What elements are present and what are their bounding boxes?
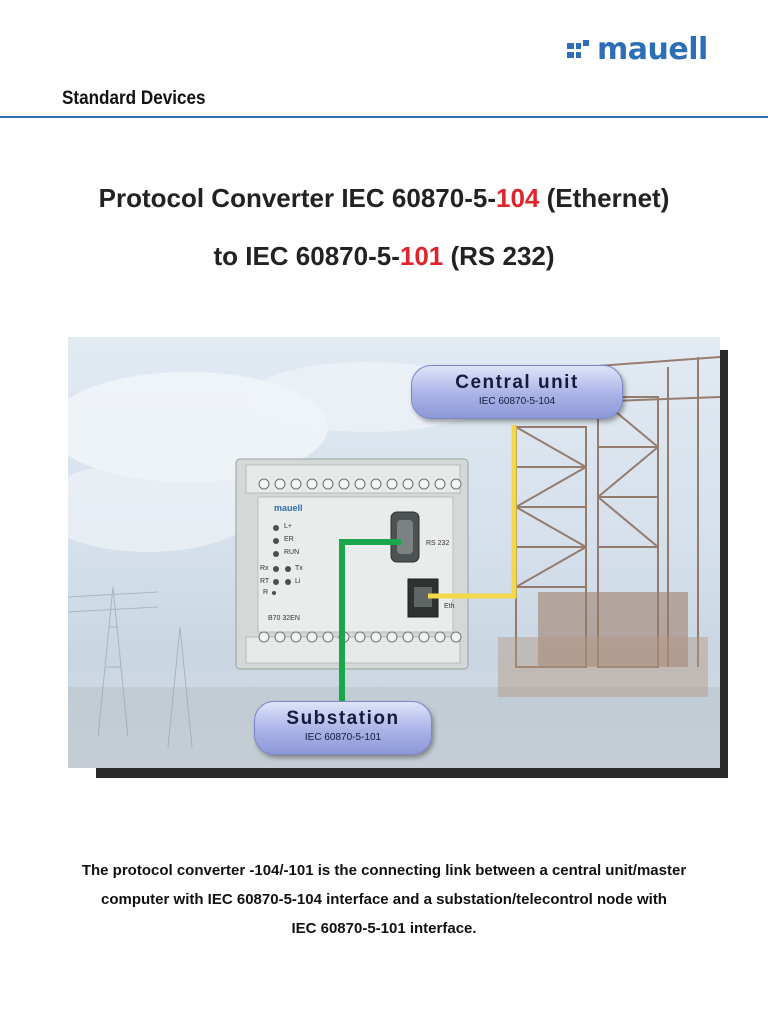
title-line-2: to IEC 60870-5-101 (RS 232) xyxy=(0,239,768,273)
header-rule xyxy=(0,116,768,118)
description-line-2: computer with IEC 60870-5-104 interface … xyxy=(101,891,667,908)
port-label-eth: Eth xyxy=(444,603,455,610)
device-illustration: mauell L+ ER RUN Rx Tx RT Li R B70 32EN … xyxy=(68,337,720,768)
brand-logo: mauell xyxy=(567,32,708,68)
description-paragraph: The protocol converter -104/-101 is the … xyxy=(40,856,728,943)
brand-name: mauell xyxy=(597,32,708,67)
led-label-run: RUN xyxy=(284,549,300,556)
substation-title: Substation xyxy=(286,708,400,729)
central-unit-title: Central unit xyxy=(455,372,579,393)
description-line-3: IEC 60870-5-101 interface. xyxy=(291,920,477,937)
led-label-rx: Rx xyxy=(260,565,269,572)
device-model: B70 32EN xyxy=(268,615,300,622)
section-label: Standard Devices xyxy=(62,88,206,109)
device-brand: mauell xyxy=(274,503,303,513)
title-line-1: Protocol Converter IEC 60870-5-104 (Ethe… xyxy=(0,181,768,215)
led-label-r: R xyxy=(263,589,269,596)
led-label-er: ER xyxy=(284,536,294,543)
led-label-li: Li xyxy=(295,578,301,585)
description-line-1: The protocol converter -104/-101 is the … xyxy=(81,862,687,879)
logo-mark-icon xyxy=(567,40,591,60)
substation-protocol: IEC 60870-5-101 xyxy=(304,732,382,743)
illustration-graphic xyxy=(68,356,720,768)
central-unit-callout: Central unit IEC 60870-5-104 xyxy=(411,365,623,419)
title-line-2-suffix: (RS 232) xyxy=(443,241,555,271)
substation-callout: Substation IEC 60870-5-101 xyxy=(254,701,432,755)
port-label-rs232: RS 232 xyxy=(426,540,450,547)
title-line-1-highlight: 104 xyxy=(495,183,540,213)
title-line-2-prefix: to IEC 60870-5- xyxy=(213,241,400,271)
title-line-2-highlight: 101 xyxy=(399,241,444,271)
led-label-rt: RT xyxy=(260,578,270,585)
title-line-1-suffix: (Ethernet) xyxy=(539,183,670,213)
central-unit-protocol: IEC 60870-5-104 xyxy=(478,396,556,407)
led-label-tx: Tx xyxy=(295,565,303,572)
led-label-l-plus: L+ xyxy=(284,523,292,530)
title-line-1-prefix: Protocol Converter IEC 60870-5- xyxy=(98,183,496,213)
